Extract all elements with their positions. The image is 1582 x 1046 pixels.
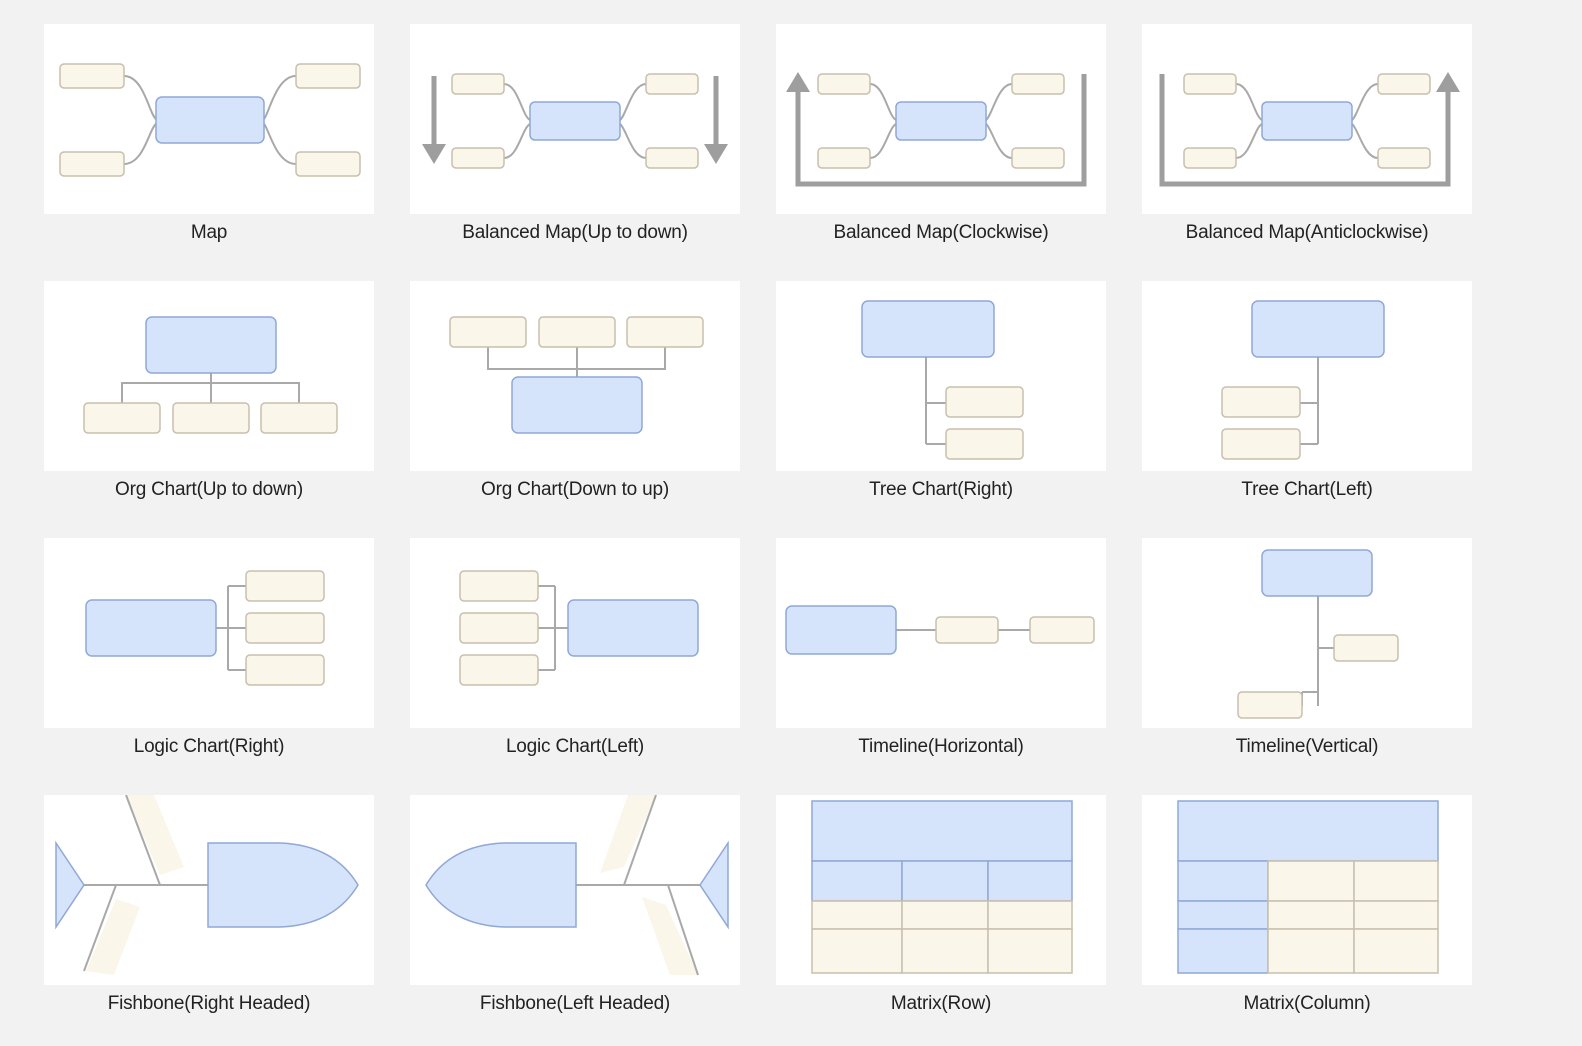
template-thumbnail[interactable]	[410, 24, 740, 214]
template-thumbnail[interactable]	[410, 538, 740, 728]
timeline-horizontal-icon	[785, 605, 1095, 655]
tree-chart-left-icon	[1221, 300, 1385, 460]
org-chart-up-down-icon	[83, 316, 338, 434]
template-thumbnail[interactable]	[776, 795, 1106, 985]
matrix-column-icon	[1177, 800, 1439, 974]
template-tree-chart-right[interactable]: Tree Chart(Right)	[776, 281, 1106, 521]
fishbone-left-headed-icon	[425, 795, 729, 976]
org-chart-down-up-icon	[449, 316, 704, 434]
template-thumbnail[interactable]	[776, 281, 1106, 471]
template-label: Logic Chart(Right)	[133, 736, 285, 757]
template-thumbnail[interactable]	[1142, 795, 1472, 985]
template-tree-chart-left[interactable]: Tree Chart(Left)	[1142, 281, 1472, 521]
template-label: Tree Chart(Right)	[869, 479, 1013, 500]
template-timeline-horizontal[interactable]: Timeline(Horizontal)	[776, 538, 1106, 778]
template-org-chart-up-down[interactable]: Org Chart(Up to down)	[44, 281, 374, 521]
template-balanced-map-up-down[interactable]: Balanced Map(Up to down)	[410, 24, 740, 264]
template-balanced-map-anticlockwise[interactable]: Balanced Map(Anticlockwise)	[1142, 24, 1472, 264]
balanced-map-clockwise-icon	[786, 72, 1087, 187]
template-logic-chart-right[interactable]: Logic Chart(Right)	[44, 538, 374, 778]
template-label: Matrix(Row)	[890, 993, 992, 1014]
template-thumbnail[interactable]	[1142, 281, 1472, 471]
template-matrix-column[interactable]: Matrix(Column)	[1142, 795, 1472, 1035]
template-thumbnail[interactable]	[410, 795, 740, 985]
balanced-map-anticlockwise-icon	[1159, 72, 1460, 187]
template-label: Logic Chart(Left)	[505, 736, 645, 757]
template-thumbnail[interactable]	[44, 281, 374, 471]
template-label: Org Chart(Down to up)	[481, 479, 669, 500]
template-thumbnail[interactable]	[776, 24, 1106, 214]
template-label: Matrix(Column)	[1243, 993, 1371, 1014]
fishbone-right-headed-icon	[55, 795, 359, 975]
template-balanced-map-clockwise[interactable]: Balanced Map(Clockwise)	[776, 24, 1106, 264]
template-thumbnail[interactable]	[1142, 538, 1472, 728]
template-label: Balanced Map(Clockwise)	[833, 222, 1049, 243]
template-thumbnail[interactable]	[44, 795, 374, 985]
template-label: Balanced Map(Anticlockwise)	[1185, 222, 1429, 243]
balanced-map-up-down-icon	[422, 73, 728, 169]
matrix-row-icon	[811, 800, 1073, 974]
template-matrix-row[interactable]: Matrix(Row)	[776, 795, 1106, 1035]
map-icon	[59, 63, 361, 177]
template-label: Org Chart(Up to down)	[115, 479, 303, 500]
template-thumbnail[interactable]	[44, 24, 374, 214]
template-label: Timeline(Vertical)	[1235, 736, 1379, 757]
template-label: Map	[190, 222, 228, 243]
tree-chart-right-icon	[861, 300, 1024, 460]
logic-chart-right-icon	[85, 570, 325, 686]
template-thumbnail[interactable]	[410, 281, 740, 471]
template-org-chart-down-up[interactable]: Org Chart(Down to up)	[410, 281, 740, 521]
template-thumbnail[interactable]	[44, 538, 374, 728]
timeline-vertical-icon	[1237, 549, 1399, 719]
template-thumbnail[interactable]	[776, 538, 1106, 728]
logic-chart-left-icon	[459, 570, 699, 686]
template-label: Fishbone(Right Headed)	[107, 993, 311, 1014]
template-fishbone-right-headed[interactable]: Fishbone(Right Headed)	[44, 795, 374, 1035]
template-label: Timeline(Horizontal)	[858, 736, 1024, 757]
template-logic-chart-left[interactable]: Logic Chart(Left)	[410, 538, 740, 778]
template-fishbone-left-headed[interactable]: Fishbone(Left Headed)	[410, 795, 740, 1035]
template-label: Tree Chart(Left)	[1241, 479, 1373, 500]
template-label: Fishbone(Left Headed)	[479, 993, 671, 1014]
template-label: Balanced Map(Up to down)	[462, 222, 688, 243]
template-map[interactable]: Map	[44, 24, 374, 264]
template-timeline-vertical[interactable]: Timeline(Vertical)	[1142, 538, 1472, 778]
template-thumbnail[interactable]	[1142, 24, 1472, 214]
